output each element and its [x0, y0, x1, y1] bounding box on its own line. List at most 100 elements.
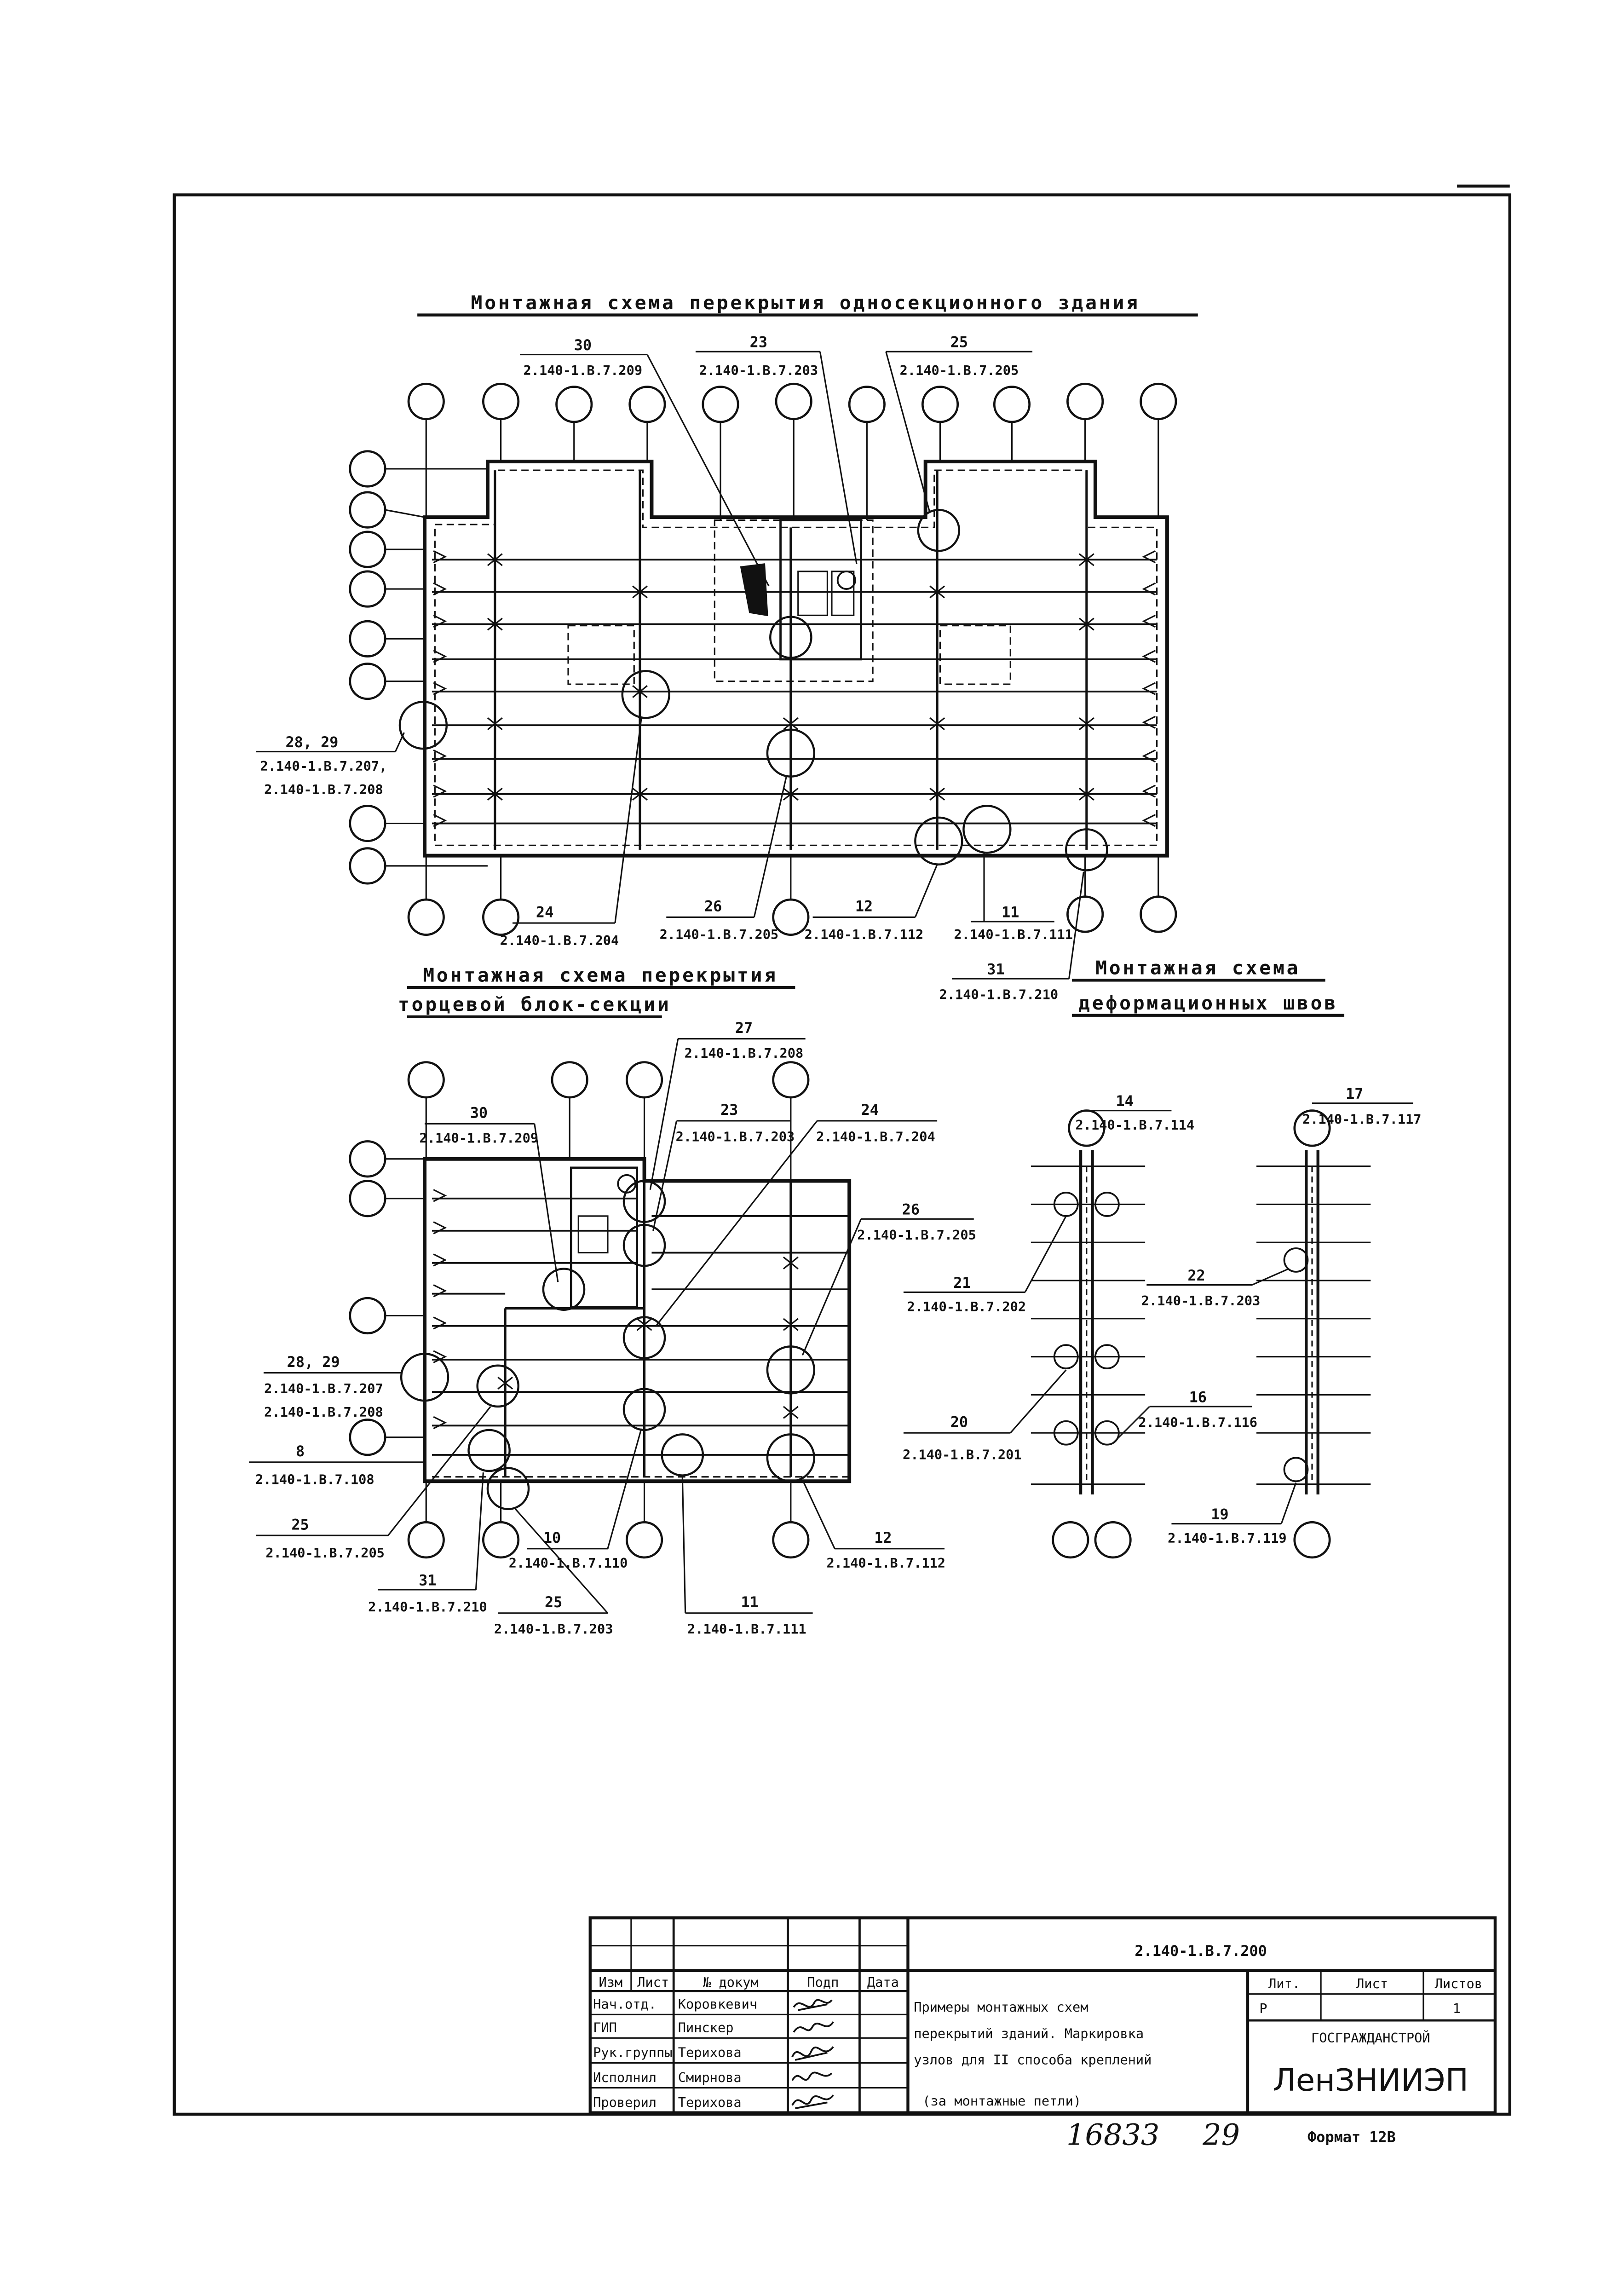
- svg-text:25: 25: [291, 1516, 309, 1533]
- svg-text:Коровкевич: Коровкевич: [678, 1996, 757, 2012]
- callout: 25 2.140-1.В.7.203: [494, 1508, 613, 1637]
- svg-text:2.140-1.В.7.205: 2.140-1.В.7.205: [265, 1545, 385, 1561]
- svg-text:12: 12: [855, 898, 873, 915]
- callout: 26 2.140-1.В.7.205: [660, 776, 787, 942]
- callout: 10 2.140-1.В.7.110: [509, 1428, 642, 1571]
- svg-text:11: 11: [741, 1593, 759, 1611]
- svg-text:Проверил: Проверил: [593, 2094, 657, 2110]
- signatures: [791, 1999, 834, 2110]
- plan2-slabs: [432, 1181, 850, 1477]
- svg-text:30: 30: [574, 336, 592, 354]
- svg-text:Нач.отд.: Нач.отд.: [593, 1996, 657, 2012]
- svg-text:14: 14: [1116, 1092, 1133, 1110]
- svg-text:ГИП: ГИП: [593, 2020, 617, 2036]
- svg-text:2.140-1.В.7.116: 2.140-1.В.7.116: [1138, 1414, 1257, 1430]
- title-block: 2.140-1.В.7.200 Изм Лист № докум Подп Да…: [588, 1916, 1497, 2114]
- plan2-axis-bubbles: [349, 1061, 810, 1559]
- svg-text:2.140-1.В.7.204: 2.140-1.В.7.204: [500, 933, 619, 948]
- joint-left: [1031, 1150, 1146, 1494]
- svg-text:16: 16: [1189, 1388, 1207, 1406]
- callout: 20 2.140-1.В.7.201: [903, 1369, 1067, 1463]
- callout: 23 2.140-1.В.7.203: [695, 334, 858, 565]
- svg-text:2.140-1.В.7.205: 2.140-1.В.7.205: [900, 363, 1019, 378]
- svg-text:2.140-1.В.7.208: 2.140-1.В.7.208: [685, 1045, 804, 1061]
- svg-text:2.140-1.В.7.111: 2.140-1.В.7.111: [687, 1621, 806, 1637]
- sheet-footer: 16833 29 Формат 12В: [1066, 2118, 1396, 2152]
- callout: 12 2.140-1.В.7.112: [801, 1479, 945, 1571]
- svg-text:(за монтажные петли): (за монтажные петли): [922, 2093, 1081, 2109]
- svg-text:2.140-1.В.7.119: 2.140-1.В.7.119: [1168, 1530, 1287, 1546]
- svg-text:12: 12: [874, 1529, 892, 1546]
- svg-text:11: 11: [1002, 903, 1019, 921]
- svg-text:24: 24: [861, 1101, 879, 1119]
- plan1-stair-core: [567, 519, 1011, 685]
- svg-text:26: 26: [902, 1201, 920, 1218]
- svg-text:8: 8: [296, 1442, 305, 1460]
- plan1-axis-bubbles: [349, 382, 1177, 936]
- callout: 28, 29 2.140-1.В.7.207, 2.140-1.В.7.208: [256, 732, 405, 797]
- inventory-number: 16833: [1066, 2118, 1159, 2152]
- callout: 26 2.140-1.В.7.205: [801, 1201, 976, 1356]
- callout: 30 2.140-1.В.7.209: [420, 1104, 559, 1282]
- organization-line1: ГОСГРАЖДАНСТРОЙ: [1311, 2030, 1430, 2046]
- callout: 22 2.140-1.В.7.203: [1141, 1267, 1289, 1309]
- svg-text:28, 29: 28, 29: [287, 1353, 340, 1371]
- svg-text:19: 19: [1211, 1506, 1228, 1523]
- svg-text:Примеры монтажных схем: Примеры монтажных схем: [914, 1999, 1088, 2015]
- plan1-joint-marks: [433, 550, 1156, 827]
- svg-text:2.140-1.В.7.205: 2.140-1.В.7.205: [660, 927, 779, 942]
- svg-text:2.140-1.В.7.117: 2.140-1.В.7.117: [1302, 1111, 1422, 1127]
- svg-text:узлов для II способа креплений: узлов для II способа креплений: [914, 2052, 1152, 2068]
- callout: 16 2.140-1.В.7.116: [1112, 1388, 1257, 1444]
- joints-callouts: 14 2.140-1.В.7.114 17 2.140-1.В.7.117 21…: [903, 1085, 1422, 1546]
- svg-text:Терихова: Терихова: [678, 2045, 742, 2060]
- svg-text:20: 20: [950, 1413, 968, 1431]
- svg-text:25: 25: [545, 1593, 562, 1611]
- svg-text:23: 23: [750, 334, 767, 351]
- svg-text:2.140-1.В.7.108: 2.140-1.В.7.108: [255, 1472, 374, 1488]
- svg-text:23: 23: [720, 1101, 738, 1119]
- plan1-title: Монтажная схема перекрытия односекционно…: [471, 292, 1140, 314]
- svg-text:2.140-1.В.7.202: 2.140-1.В.7.202: [907, 1299, 1026, 1315]
- svg-text:Терихова: Терихова: [678, 2094, 742, 2110]
- svg-text:2.140-1.В.7.203: 2.140-1.В.7.203: [676, 1129, 795, 1145]
- svg-text:2.140-1.В.7.209: 2.140-1.В.7.209: [524, 363, 643, 378]
- svg-text:Изм: Изм: [599, 1974, 622, 1990]
- callout: 11 2.140-1.В.7.111: [954, 853, 1073, 942]
- callout: 31 2.140-1.В.7.210: [368, 1472, 487, 1615]
- svg-text:2.140-1.В.7.203: 2.140-1.В.7.203: [1141, 1293, 1261, 1309]
- svg-text:2.140-1.В.7.203: 2.140-1.В.7.203: [699, 363, 818, 378]
- sheet-info: Лит. Лист Листов Р 1 ГОСГРАЖДАНСТРОЙ Лен…: [1259, 1976, 1482, 2098]
- svg-text:Исполнил: Исполнил: [593, 2070, 657, 2085]
- svg-text:22: 22: [1187, 1267, 1205, 1284]
- svg-text:2.140-1.В.7.112: 2.140-1.В.7.112: [826, 1555, 945, 1571]
- plan2-axis-lines: [385, 1097, 792, 1523]
- svg-text:2.140-1.В.7.207,: 2.140-1.В.7.207,: [260, 758, 387, 774]
- svg-text:Листов: Листов: [1435, 1976, 1482, 1991]
- revision-headers: Изм Лист № докум Подп Дата: [599, 1974, 898, 1990]
- joints-axis-bubbles: [1052, 1109, 1331, 1559]
- svg-text:2.140-1.В.7.209: 2.140-1.В.7.209: [420, 1131, 539, 1146]
- callout: 23 2.140-1.В.7.203: [652, 1101, 795, 1231]
- svg-text:2.140-1.В.7.208: 2.140-1.В.7.208: [264, 782, 383, 797]
- organization-line2: ЛенЗНИИЭП: [1273, 2062, 1469, 2098]
- callout: 11 2.140-1.В.7.111: [681, 1477, 813, 1637]
- callout: 19 2.140-1.В.7.119: [1168, 1482, 1297, 1546]
- format-label: Формат 12В: [1307, 2128, 1396, 2146]
- callout: 24 2.140-1.В.7.204: [500, 718, 642, 948]
- callout: 12 2.140-1.В.7.112: [805, 864, 938, 942]
- signature-roles: Нач.отд. Коровкевич ГИП Пинскер Рук.груп…: [593, 1996, 757, 2110]
- svg-text:Лист: Лист: [637, 1974, 669, 1990]
- svg-text:перекрытий зданий. Маркировка: перекрытий зданий. Маркировка: [914, 2025, 1144, 2041]
- callout: 25 2.140-1.В.7.205: [885, 334, 1033, 513]
- svg-text:2.140-1.В.7.203: 2.140-1.В.7.203: [494, 1621, 613, 1637]
- svg-text:30: 30: [470, 1104, 488, 1122]
- callout: 8 2.140-1.В.7.108: [249, 1442, 425, 1488]
- svg-text:Подп: Подп: [807, 1974, 839, 1990]
- svg-text:2.140-1.В.7.207: 2.140-1.В.7.207: [264, 1381, 383, 1396]
- page-number: 29: [1202, 2118, 1240, 2152]
- plan2-callouts: 30 2.140-1.В.7.209 27 2.140-1.В.7.208 23…: [249, 1019, 976, 1637]
- svg-text:2.140-1.В.7.205: 2.140-1.В.7.205: [857, 1227, 976, 1243]
- joints-title-line2: деформационных швов: [1078, 992, 1338, 1014]
